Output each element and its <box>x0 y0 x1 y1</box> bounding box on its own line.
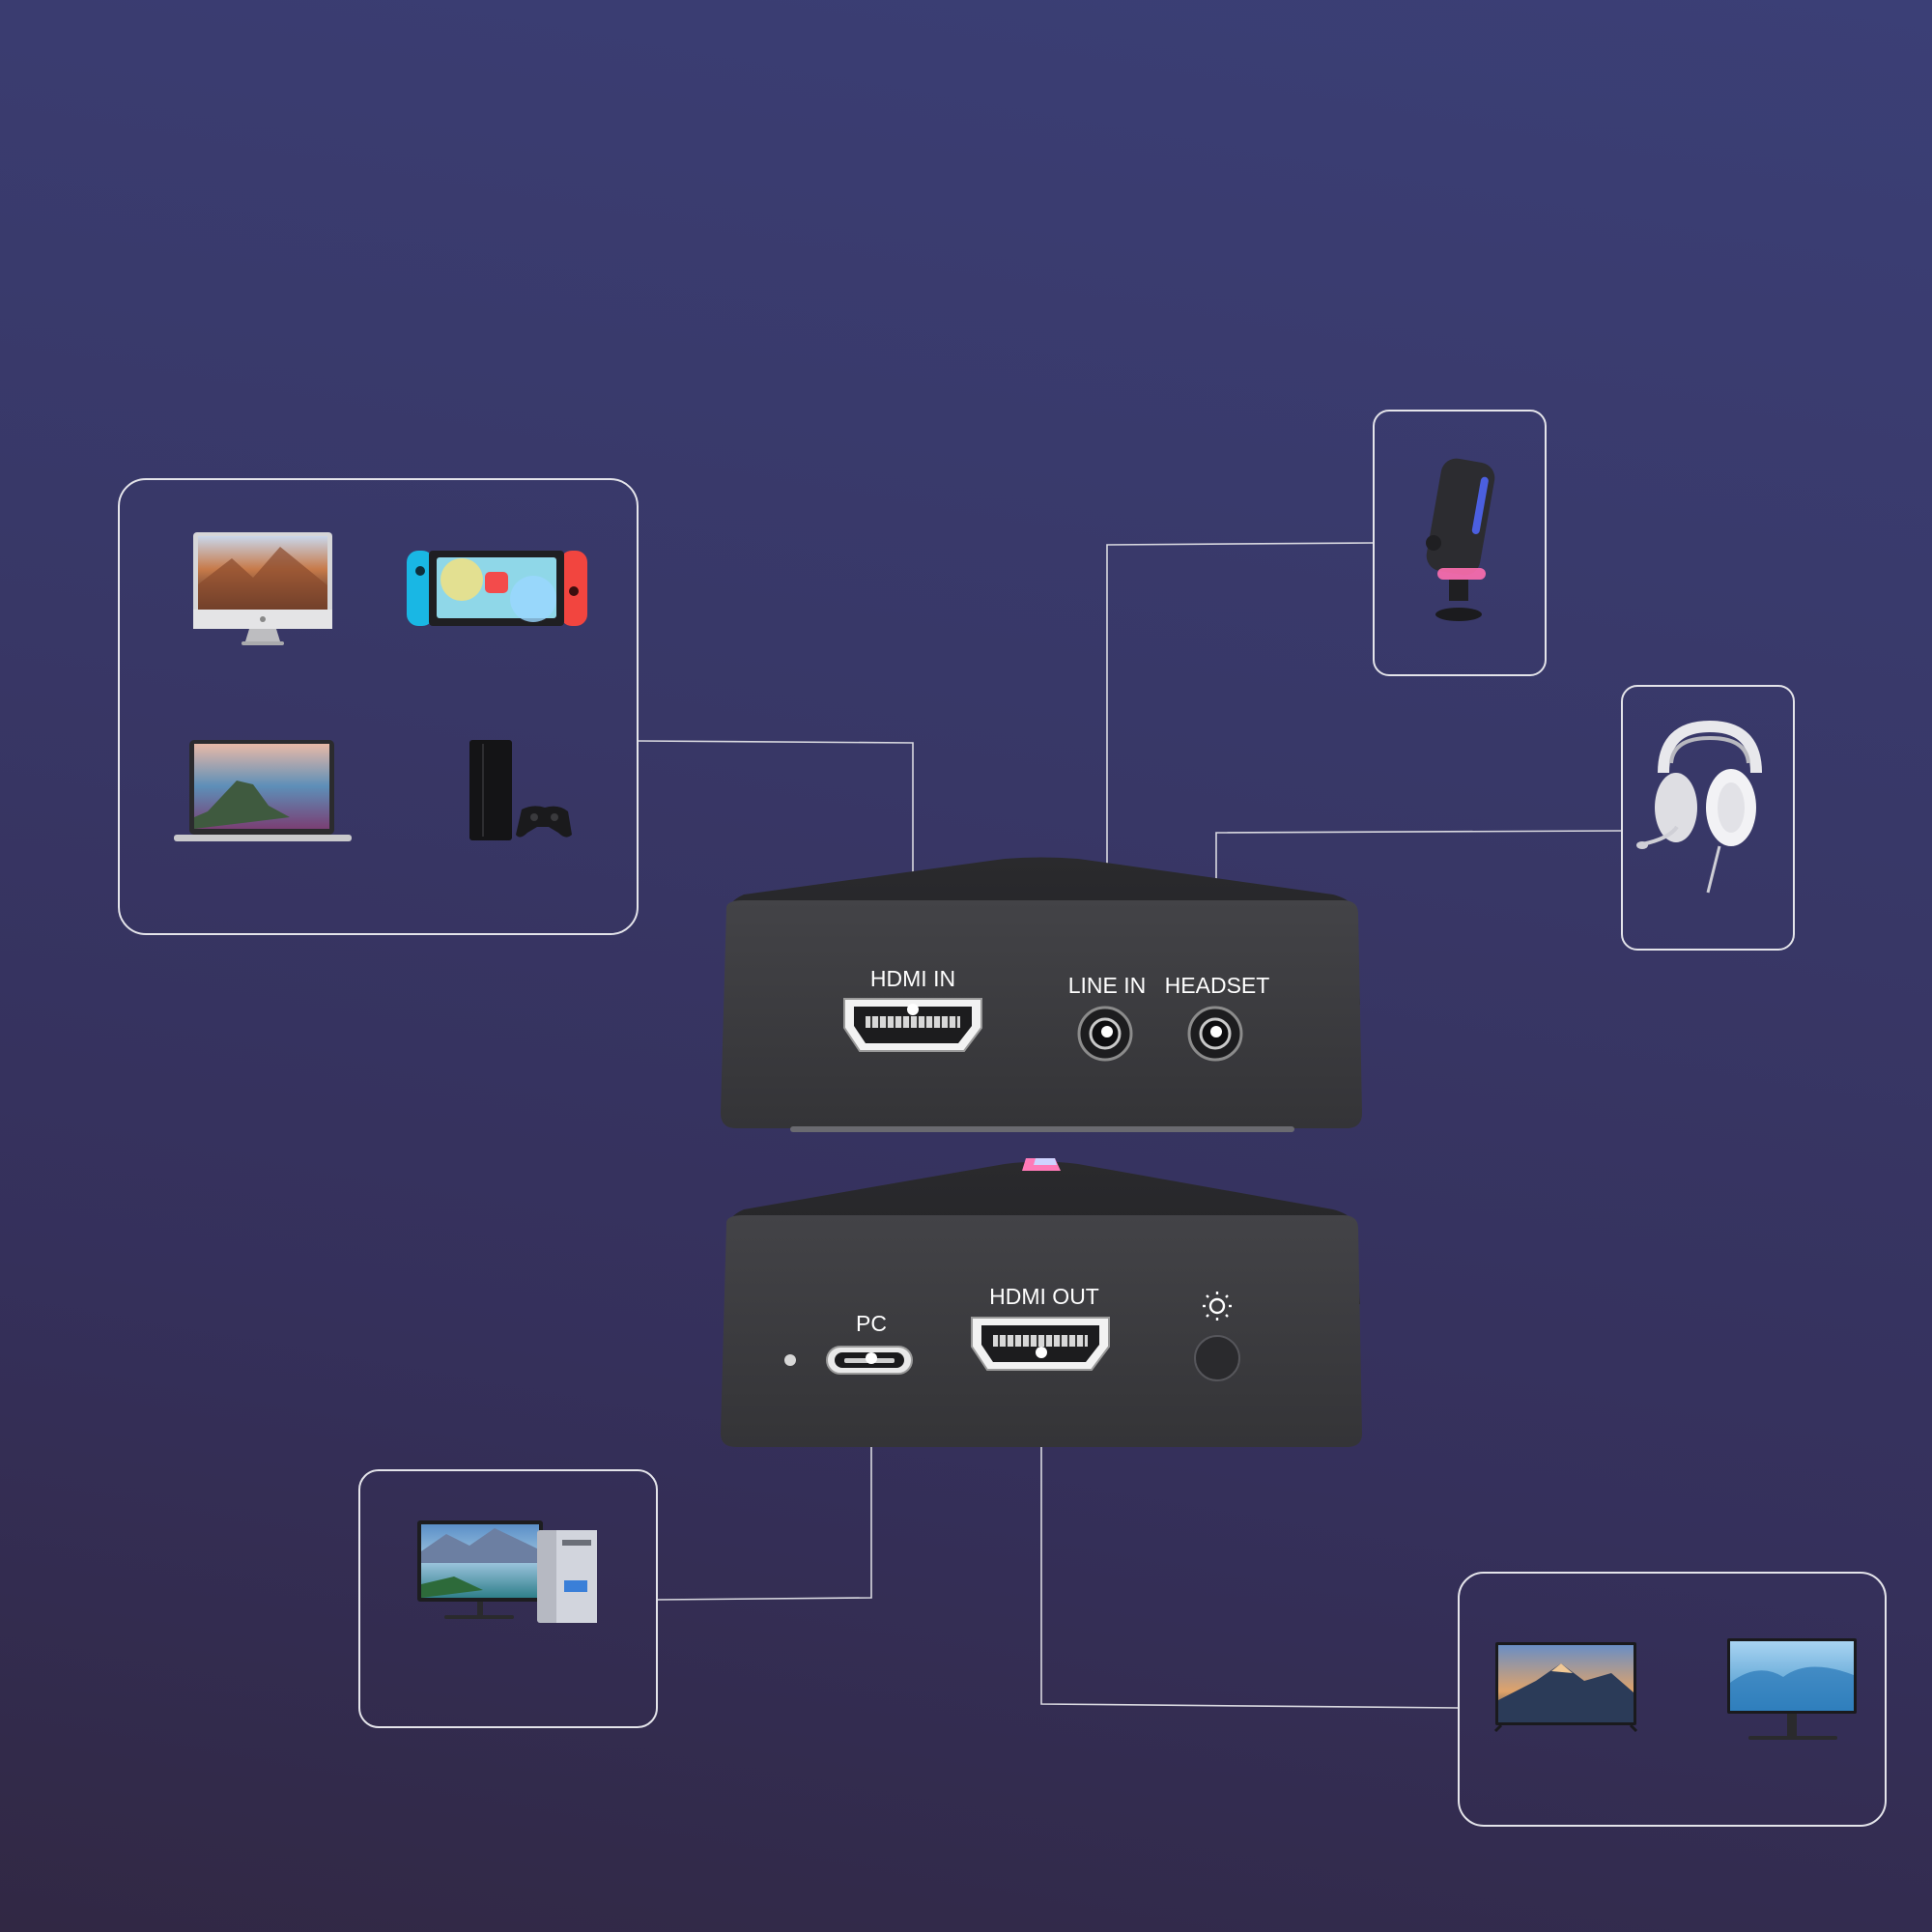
laptop-icon <box>174 740 352 841</box>
source-devices-box <box>118 478 639 935</box>
accent-stripe-highlight <box>1034 1158 1057 1165</box>
headset-frame <box>1621 685 1795 951</box>
monitor-icon <box>1727 1638 1857 1740</box>
hdmi-port-icon <box>971 1317 1110 1371</box>
pc-port[interactable]: PC <box>826 1311 913 1375</box>
top-device: HDMI IN LINE IN <box>721 857 1362 1132</box>
desktop-pc-icon <box>417 1520 597 1623</box>
bottom-device: PC HDMI OUT <box>721 1158 1362 1447</box>
pc-label: PC <box>856 1311 887 1336</box>
connection-dot <box>1210 1026 1222 1037</box>
hdmi-out-label: HDMI OUT <box>989 1284 1099 1309</box>
headset-box <box>1621 685 1795 951</box>
light-button-cap[interactable] <box>1194 1335 1240 1381</box>
connection-dot <box>1101 1026 1113 1037</box>
connection-dot <box>1036 1347 1047 1358</box>
pc-frame <box>358 1469 658 1728</box>
headset-label: HEADSET <box>1165 973 1270 998</box>
line-hdmi-out-to-displays <box>1040 1352 1460 1709</box>
source-devices-frame <box>118 478 639 935</box>
top-device-base-strip <box>790 1126 1294 1132</box>
hdmi-out-port[interactable]: HDMI OUT <box>971 1284 1110 1371</box>
displays-frame <box>1458 1572 1887 1827</box>
tv-icon <box>1493 1642 1638 1733</box>
brightness-icon <box>1203 1292 1232 1321</box>
imac-icon <box>193 532 332 645</box>
displays-box <box>1458 1572 1887 1827</box>
hdmi-in-port[interactable]: HDMI IN <box>843 966 982 1052</box>
pc-box <box>358 1469 658 1728</box>
top-device-front-face <box>721 900 1362 1128</box>
light-button[interactable] <box>1194 1292 1240 1381</box>
headset-port[interactable]: HEADSET <box>1165 973 1270 1062</box>
hdmi-in-label: HDMI IN <box>870 966 955 991</box>
connection-dot <box>866 1352 877 1364</box>
game-console-icon <box>469 740 572 840</box>
hdmi-port-icon <box>843 998 982 1052</box>
line-in-label: LINE IN <box>1068 973 1147 998</box>
status-led-icon <box>784 1354 796 1366</box>
microphone-box <box>1373 410 1547 676</box>
microphone-icon <box>1426 458 1495 621</box>
microphone-frame <box>1373 410 1547 676</box>
game-console-handheld-icon <box>407 551 587 626</box>
line-in-port[interactable]: LINE IN <box>1068 973 1147 1062</box>
connection-dot <box>907 1004 919 1015</box>
headphones-icon <box>1636 720 1762 894</box>
